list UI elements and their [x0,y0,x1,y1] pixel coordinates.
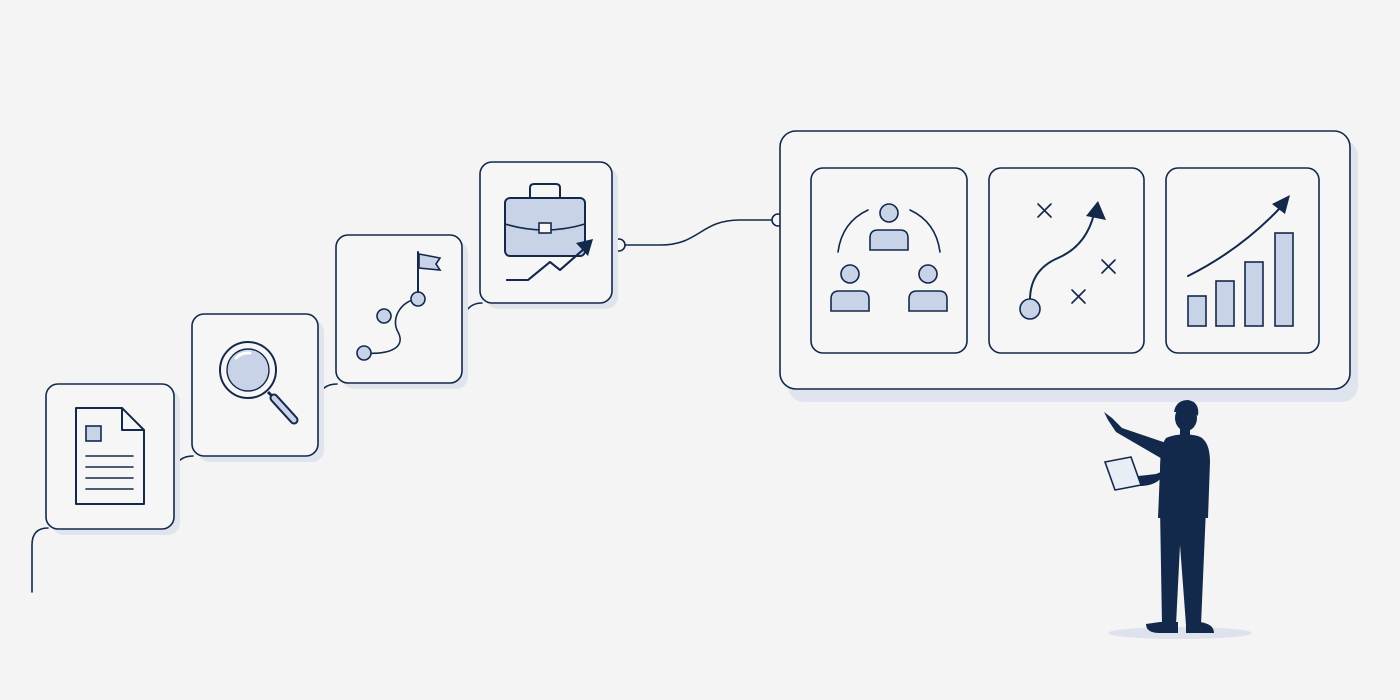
board-panel-growth [1165,167,1320,354]
strategy-play-icon [1019,201,1116,320]
document-icon [75,407,145,505]
growth-chart-icon [1187,195,1294,327]
step-card-search [191,313,324,462]
route-flag-icon [356,251,442,361]
step-card-route [335,234,468,389]
magnifier-icon [219,341,299,425]
board-panel-team [810,167,968,354]
presentation-board [779,130,1358,402]
presenter-with-tablet-icon [1103,400,1252,639]
step-card-document [45,383,180,535]
step-card-career [479,161,618,309]
board-panel-strategy [988,167,1145,354]
briefcase-growth-icon [504,183,593,281]
team-icon [830,203,948,312]
